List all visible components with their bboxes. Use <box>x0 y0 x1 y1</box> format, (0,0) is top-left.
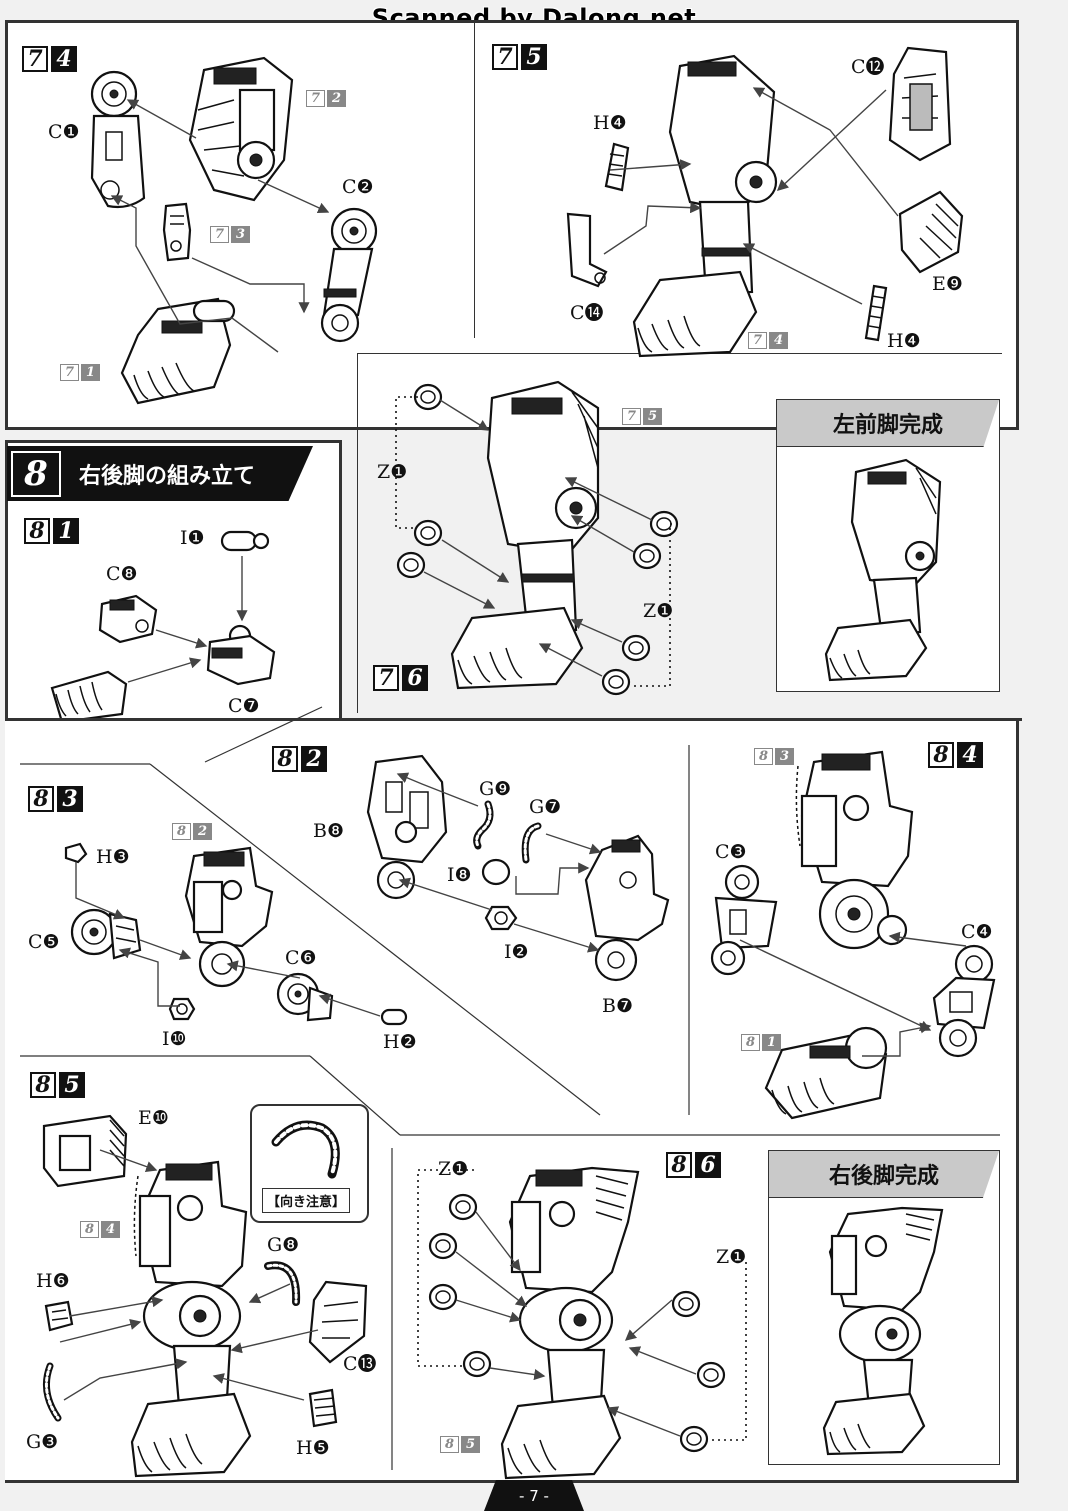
part-label: C❶ <box>48 121 80 143</box>
part-label: H❷ <box>383 1031 417 1053</box>
part-h4-piston <box>864 284 888 342</box>
part-label: G❾ <box>479 778 512 800</box>
page-number: - 7 - <box>484 1480 584 1511</box>
part-right-rear-leg-complete <box>822 1206 944 1456</box>
section-header-8: 8 右後脚の組み立て <box>7 446 313 501</box>
step-badge-8-1: 8 1 <box>24 518 82 548</box>
part-label: C⓭ <box>343 1353 377 1375</box>
part-label: E❾ <box>932 273 963 295</box>
step-badge-8-2: 8 2 <box>272 746 330 776</box>
part-label: G❽ <box>267 1234 300 1256</box>
part-label: G❼ <box>529 796 562 818</box>
part-g9-tube <box>473 800 494 850</box>
part-c2-arm <box>320 207 378 343</box>
part-c3-arm <box>710 864 778 976</box>
step-badge-7-6: 7 6 <box>373 665 431 695</box>
part-b7-frame <box>584 834 670 982</box>
step-badge-8-6: 8 6 <box>666 1152 724 1182</box>
part-c7-joint <box>206 624 276 686</box>
z1-hub <box>396 383 726 1453</box>
step-badge-7-4: 7 4 <box>22 46 80 76</box>
complete-title: 左前脚完成 <box>777 400 999 447</box>
part-c8-block <box>98 594 158 644</box>
part-label: E❿ <box>138 1107 169 1129</box>
divider <box>342 718 1022 721</box>
part-label: C❷ <box>342 176 374 198</box>
part-h5-piston <box>308 1388 338 1428</box>
part-foot-6-1 <box>50 670 128 724</box>
part-label: G❸ <box>26 1431 59 1453</box>
part-c13-armor <box>308 1280 368 1364</box>
part-c12-armor <box>888 46 952 162</box>
part-rear-leg-assembly-8-5 <box>130 1160 252 1478</box>
part-label: C⓬ <box>851 56 885 78</box>
part-e9-armor <box>898 190 964 274</box>
part-label: H❹ <box>593 112 627 134</box>
part-c5-hip-joint <box>70 908 142 960</box>
part-c4-arm <box>932 944 996 1058</box>
part-label: C❹ <box>961 921 993 943</box>
part-label: H❹ <box>887 330 921 352</box>
part-label: I❶ <box>180 527 205 549</box>
part-rear-leg-with-rings <box>500 1166 640 1480</box>
part-label: H❻ <box>36 1270 70 1292</box>
part-hip-assembly-8-4 <box>795 750 914 950</box>
part-label: B❽ <box>313 820 344 842</box>
part-label: H❺ <box>296 1437 330 1459</box>
part-c1-arm <box>90 70 146 209</box>
step-badge-8-5: 8 5 <box>30 1072 88 1102</box>
step-badge-8-3: 8 3 <box>28 786 86 816</box>
part-left-front-leg-complete <box>824 458 942 682</box>
section-number: 8 <box>11 450 61 497</box>
complete-title: 右後脚完成 <box>769 1151 999 1198</box>
part-h3-small <box>64 842 88 864</box>
section-title: 右後脚の組み立て <box>79 463 256 489</box>
part-g8-tube <box>264 1261 301 1306</box>
caution-text: 【向き注意】 <box>262 1188 351 1213</box>
part-i8-ball <box>481 858 511 886</box>
step-badge-8-4: 8 4 <box>928 742 986 772</box>
part-g3-tube <box>42 1362 62 1422</box>
step-badge-7-5: 7 5 <box>492 44 550 74</box>
part-label: C❽ <box>106 563 138 585</box>
part-label: C❸ <box>715 841 747 863</box>
part-label: C❺ <box>28 931 60 953</box>
part-i1-pin <box>220 530 270 552</box>
part-c14-plate <box>566 212 608 288</box>
part-i2-nut <box>484 905 518 931</box>
part-label: C⓮ <box>570 302 604 324</box>
divider <box>357 353 358 713</box>
part-label: B❼ <box>602 995 633 1017</box>
part-upper-arm-assembly <box>188 56 294 202</box>
part-g7-tube <box>521 822 542 864</box>
part-h2-pin <box>380 1008 408 1026</box>
divider <box>474 23 475 338</box>
caution-box: 【向き注意】 <box>250 1104 369 1223</box>
part-label: I❿ <box>162 1028 187 1050</box>
tube-orientation-icon <box>271 1120 340 1179</box>
